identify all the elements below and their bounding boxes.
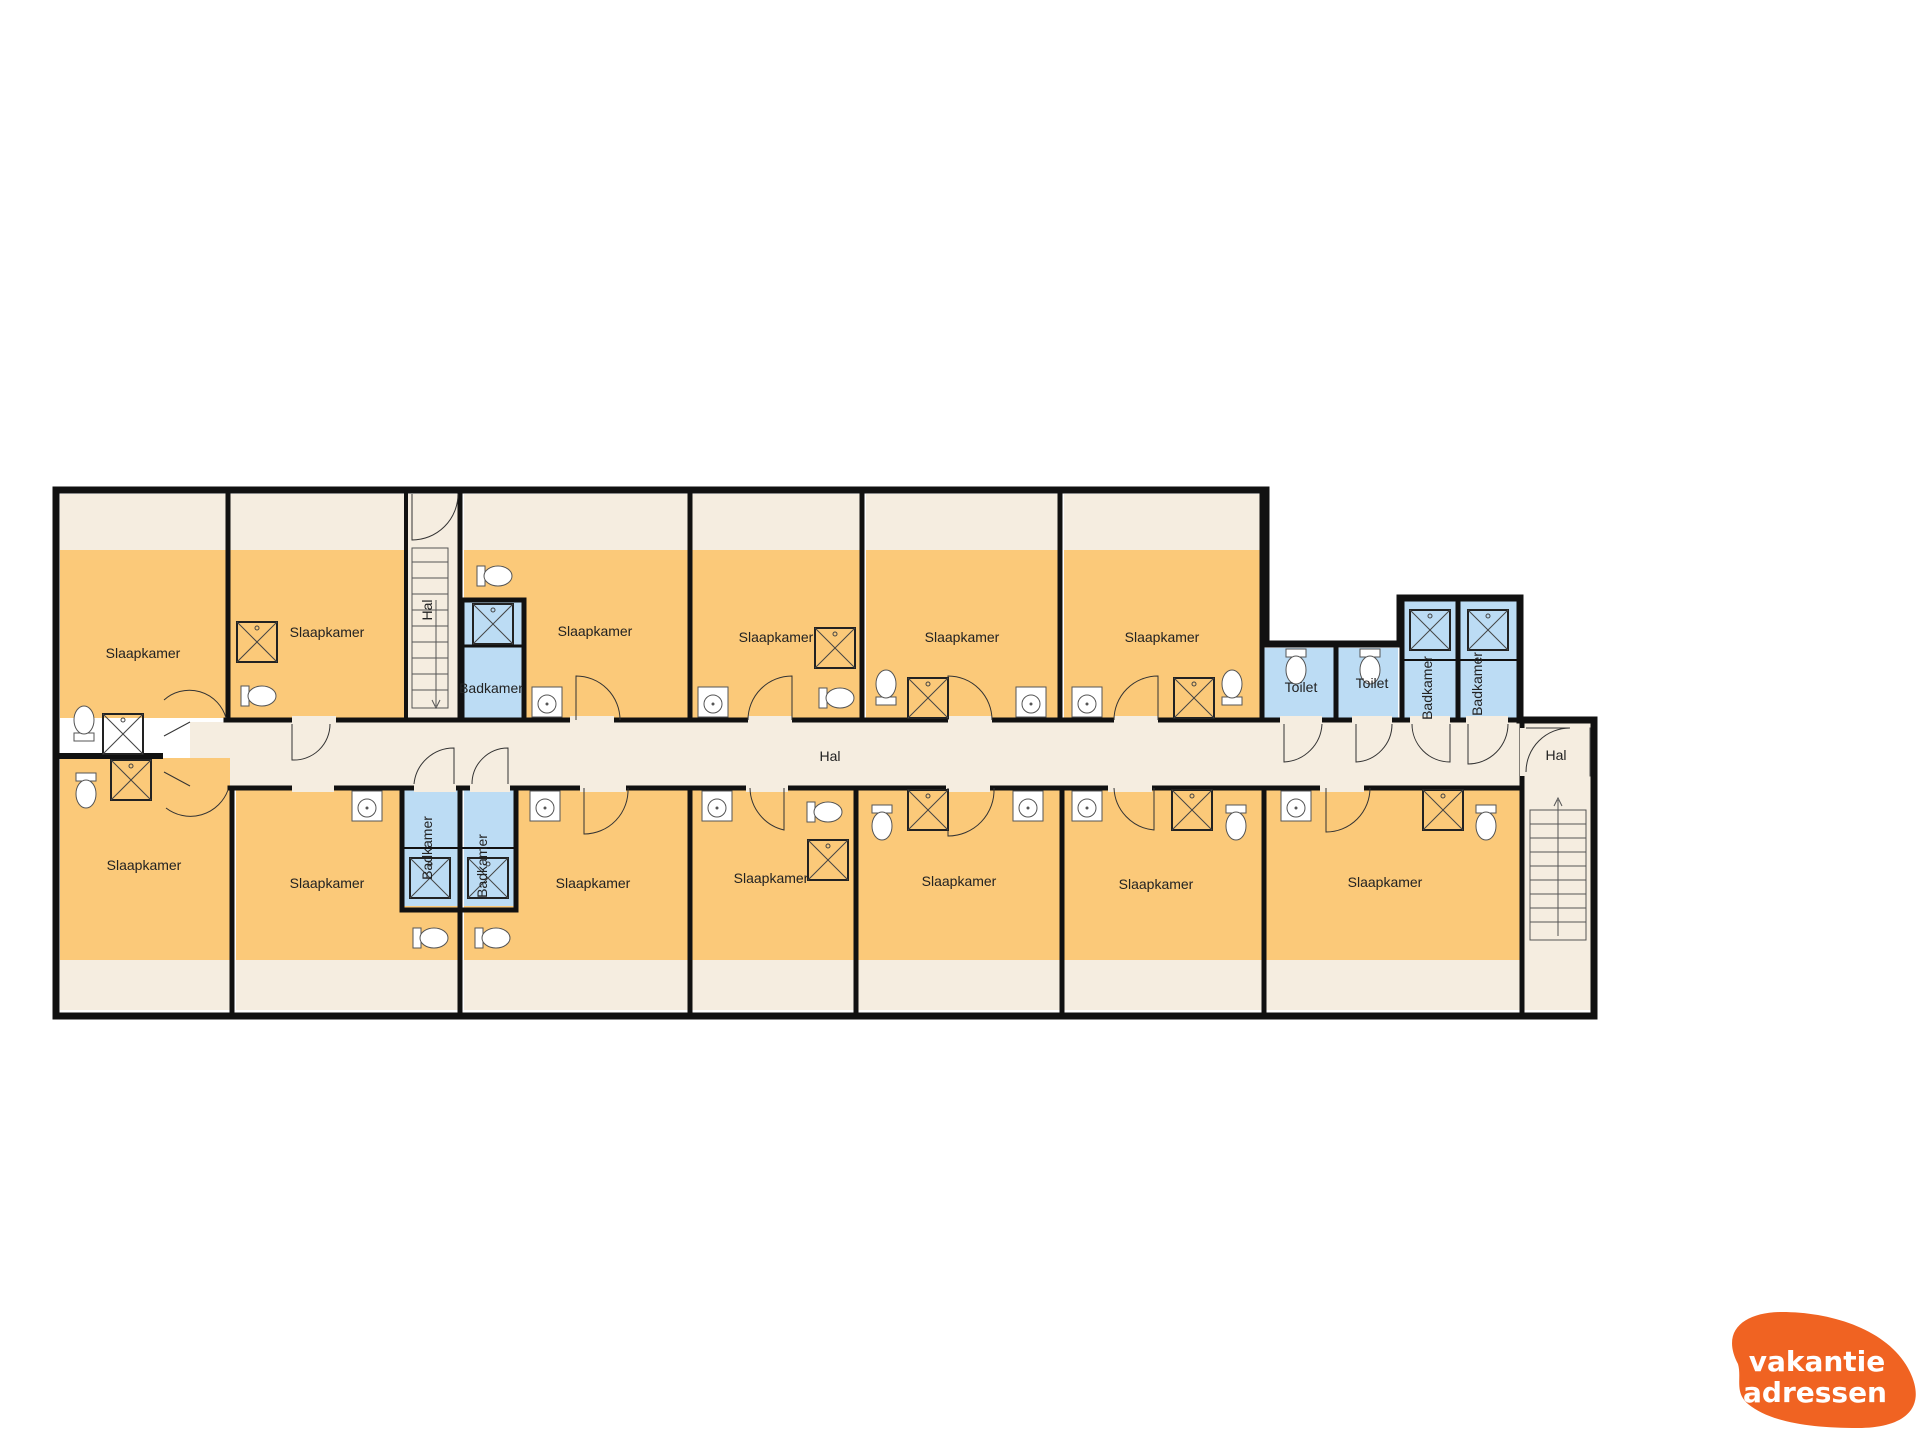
toilet-icon (476, 565, 513, 587)
sink-icon (1280, 790, 1312, 822)
room-label-bedroom: Slaapkamer (290, 875, 365, 891)
room-label-toilet: Toilet (1356, 675, 1389, 691)
room-label-bedroom: Slaapkamer (1348, 874, 1423, 890)
toilet-icon (75, 772, 97, 809)
room-label-bedroom: Slaapkamer (290, 624, 365, 640)
sink-icon (351, 790, 383, 822)
room-label-bedroom: Slaapkamer (558, 623, 633, 639)
sink-icon (1015, 686, 1047, 718)
toilet-icon (1475, 804, 1497, 841)
room-label-bedroom: Slaapkamer (1125, 629, 1200, 645)
room-label-bedroom: Slaapkamer (739, 629, 814, 645)
toilet-icon (871, 804, 893, 841)
room-labels: Slaapkamer Slaapkamer Slaapkamer Slaapka… (106, 599, 1567, 897)
toilet-icon (875, 669, 897, 706)
room-label-hall: Hal (819, 748, 840, 764)
room-label-bathroom: Badkamer (1419, 656, 1435, 720)
room-label-bathroom: Badkamer (1469, 652, 1485, 716)
shower-icon (102, 713, 144, 755)
sink-icon (697, 686, 729, 718)
room-label-toilet: Toilet (1285, 679, 1318, 695)
room-label-bedroom: Slaapkamer (734, 870, 809, 886)
sink-icon (529, 790, 561, 822)
sink-icon (1071, 686, 1103, 718)
sink-icon (701, 790, 733, 822)
toilet-icon (240, 685, 277, 707)
toilet-icon (818, 687, 855, 709)
room-label-bathroom: Badkamer (474, 834, 490, 898)
room-label-hall: Hal (419, 599, 435, 620)
room-label-bedroom: Slaapkamer (106, 645, 181, 661)
logo-blob (1732, 1312, 1916, 1428)
doors (163, 493, 1571, 837)
toilet-icon (806, 801, 843, 823)
sink-icon (1012, 790, 1044, 822)
room-label-bathroom: Badkamer (459, 680, 523, 696)
toilet-icon (474, 927, 511, 949)
logo-line-2: adressen (1743, 1376, 1887, 1409)
logo-line-1: vakantie (1749, 1345, 1886, 1378)
floors (60, 494, 1592, 1010)
brand-logo: vakantie adressen (1732, 1312, 1916, 1428)
toilet-icon (73, 705, 95, 742)
stairs (411, 547, 1587, 941)
room-label-bedroom: Slaapkamer (556, 875, 631, 891)
room-label-bedroom: Slaapkamer (922, 873, 997, 889)
room-label-bedroom: Slaapkamer (107, 857, 182, 873)
walls (52, 486, 1598, 1020)
toilet-icon (1221, 669, 1243, 706)
sink-icon (1071, 790, 1103, 822)
toilet-icon (1225, 804, 1247, 841)
room-label-bedroom: Slaapkamer (925, 629, 1000, 645)
sink-icon (531, 686, 563, 718)
room-label-bedroom: Slaapkamer (1119, 876, 1194, 892)
room-label-bathroom: Badkamer (419, 816, 435, 880)
room-label-hall: Hal (1545, 747, 1566, 763)
toilet-icon (412, 927, 449, 949)
